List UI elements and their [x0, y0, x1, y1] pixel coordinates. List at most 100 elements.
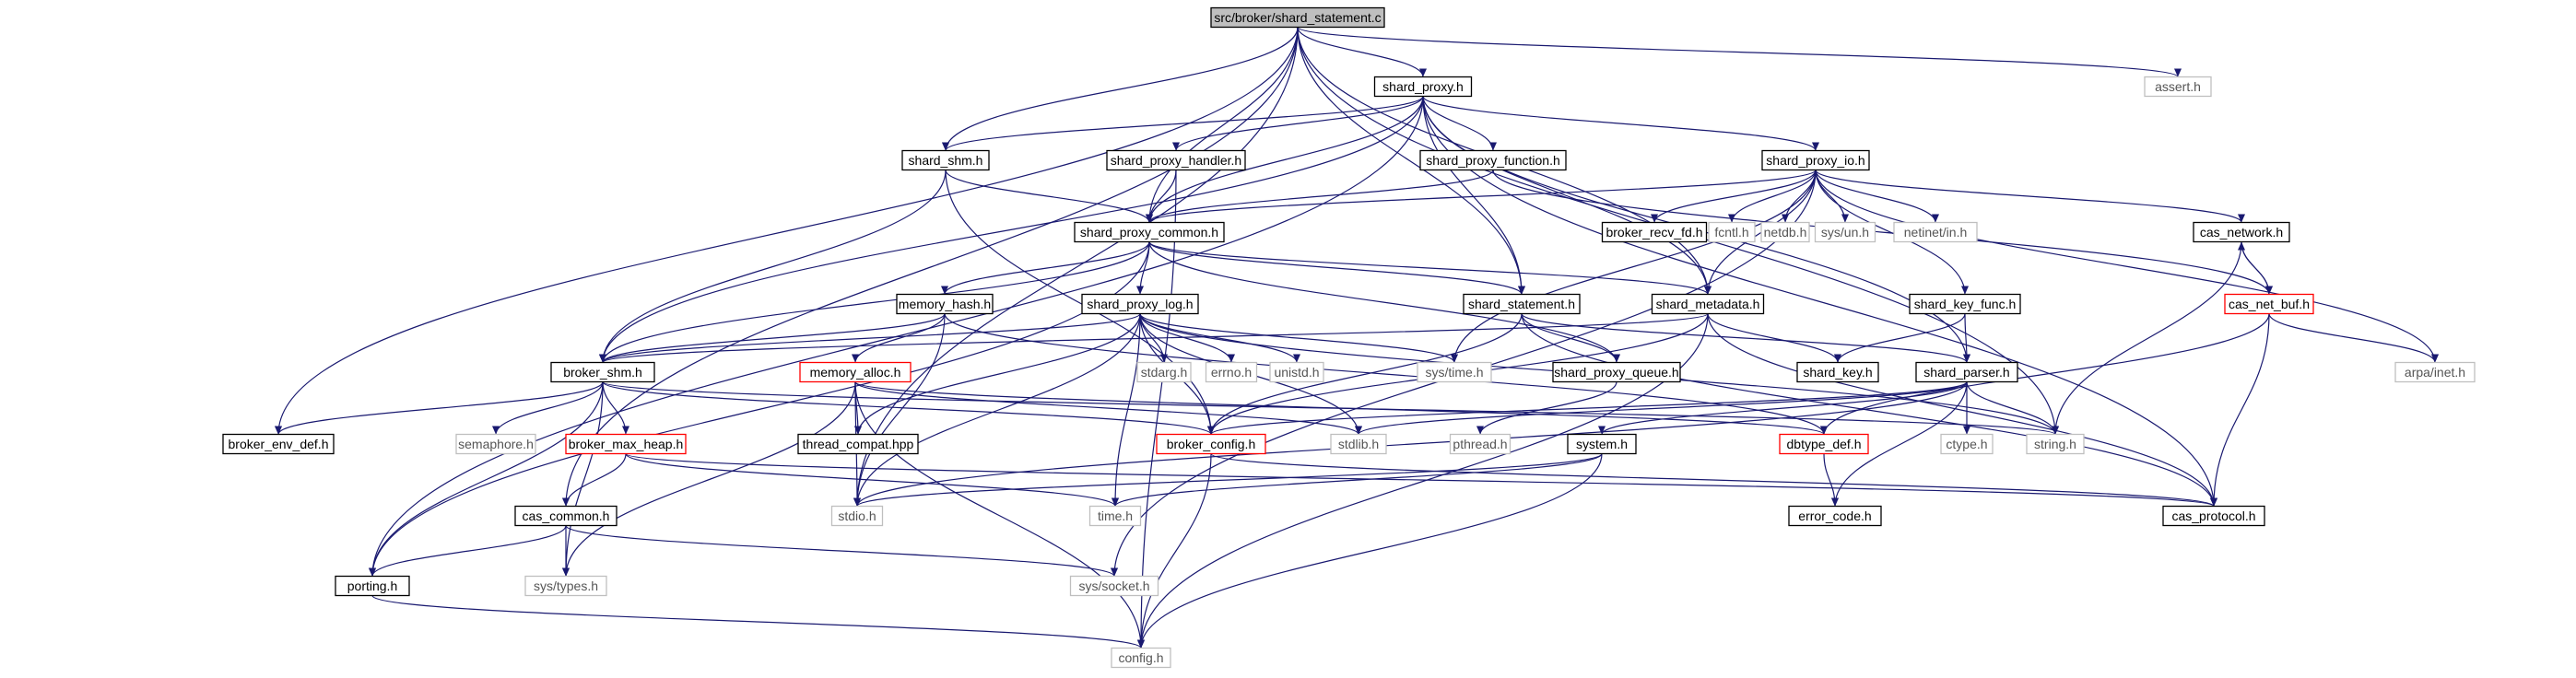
edge-arrowhead: [1963, 354, 1970, 363]
node-box: [1567, 433, 1637, 455]
edge-arrowhead: [1228, 354, 1235, 363]
edge-cas_common_h-to-porting_h: [369, 525, 567, 577]
node-cas-common-h[interactable]: cas_common.h: [514, 505, 618, 527]
edge-arrowhead: [1651, 214, 1658, 223]
edge-shard_proxy_common_h-to-memory_hash_h: [941, 241, 1150, 295]
node-broker-max-heap-h[interactable]: broker_max_heap.h: [565, 433, 687, 455]
node-label: thread_compat.hpp: [803, 437, 914, 451]
edge-line: [1601, 381, 1968, 435]
node-shard-proxy-log-h[interactable]: shard_proxy_log.h: [1081, 293, 1199, 315]
edge-line: [1148, 240, 1709, 296]
edge-line: [1297, 26, 2179, 78]
node-memory-alloc-h[interactable]: memory_alloc.h: [799, 361, 912, 383]
node-label: sys/un.h: [1821, 225, 1869, 240]
node-box: [1136, 361, 1192, 383]
node-shard-proxy-common-h[interactable]: shard_proxy_common.h: [1074, 221, 1225, 243]
node-label: stdlib.h: [1338, 437, 1379, 451]
node-box: [565, 433, 687, 455]
node-stdlib-h: stdlib.h: [1330, 433, 1387, 455]
edge-shard_proxy_log_h-to-broker_shm_h: [599, 312, 1141, 364]
node-porting-h[interactable]: porting.h: [335, 575, 410, 597]
node-label: shard_key_func.h: [1914, 297, 2017, 311]
edge-line: [1148, 27, 1299, 223]
node-cas-network-h[interactable]: cas_network.h: [2193, 221, 2290, 243]
node-sys-socket-h: sys/socket.h: [1069, 575, 1159, 597]
edge-line: [1815, 169, 2242, 224]
node-box: [1463, 293, 1581, 315]
node-label: shard_proxy_handler.h: [1111, 153, 1241, 168]
node-box: [2394, 361, 2476, 383]
edge-line: [1815, 170, 1936, 223]
edge-arrowhead: [1613, 354, 1620, 363]
edge-line: [1139, 313, 1455, 363]
edge-line: [565, 453, 627, 507]
node-label: semaphore.h: [458, 437, 534, 451]
edge-line: [856, 313, 946, 507]
node-label: broker_max_heap.h: [569, 437, 684, 451]
edge-line: [565, 381, 604, 577]
node-label: shard_proxy_queue.h: [1554, 365, 1678, 380]
node-shard-proxy-function-h[interactable]: shard_proxy_function.h: [1419, 149, 1567, 171]
edge-cas_net_buf_h-to-arpa_inet_h: [2268, 313, 2439, 363]
node-shard-metadata-h[interactable]: shard_metadata.h: [1651, 293, 1765, 315]
node-dbtype-def-h[interactable]: dbtype_def.h: [1779, 433, 1869, 455]
edge-line: [1358, 380, 1968, 436]
edge-arrowhead: [1518, 286, 1525, 295]
node-box: [1552, 361, 1681, 383]
edge-cas_net_buf_h-to-cas_network_h: [2238, 241, 2270, 295]
node-shard-statement-h[interactable]: shard_statement.h: [1463, 293, 1581, 315]
node-shard-key-func-h[interactable]: shard_key_func.h: [1909, 293, 2021, 315]
node-box: [2193, 221, 2290, 243]
edge-arrowhead: [942, 142, 949, 151]
node-shard-proxy-handler-h[interactable]: shard_proxy_handler.h: [1106, 149, 1246, 171]
node-label: shard_proxy.h: [1382, 79, 1464, 94]
node-box: [799, 361, 912, 383]
node-stdio-h: stdio.h: [830, 505, 884, 527]
edge-arrowhead: [2210, 497, 2217, 507]
node-shard-key-h[interactable]: shard_key.h: [1796, 361, 1879, 383]
node-shard-parser-h[interactable]: shard_parser.h: [1915, 361, 2018, 383]
node-box: [1449, 433, 1511, 455]
edge-arrowhead: [1207, 426, 1215, 435]
node-box: [2224, 293, 2314, 315]
edge-line: [1148, 241, 1617, 363]
edge-shard_metadata_h-to-shard_key_h: [1707, 313, 1841, 363]
edge-shard_proxy_h-to-shard_metadata_h: [1422, 96, 1711, 295]
node-error-code-h[interactable]: error_code.h: [1788, 505, 1882, 527]
node-label: ctype.h: [1946, 437, 1987, 451]
node-shard-proxy-io-h[interactable]: shard_proxy_io.h: [1761, 149, 1870, 171]
edge-shard_shm_h-to-shard_proxy_common_h: [945, 170, 1153, 223]
edge-line: [602, 241, 1150, 363]
node-memory-hash-h[interactable]: memory_hash.h: [896, 293, 994, 315]
node-shard-shm-h[interactable]: shard_shm.h: [901, 149, 990, 171]
edge-line: [625, 452, 2215, 508]
node-label: dbtype_def.h: [1787, 437, 1862, 451]
node-broker-env-def-h[interactable]: broker_env_def.h: [222, 433, 335, 455]
node-box: [1269, 361, 1324, 383]
node-thread-compat-hpp[interactable]: thread_compat.hpp: [797, 433, 919, 455]
node-shard-proxy-h[interactable]: shard_proxy.h: [1373, 76, 1473, 98]
edge-arrowhead: [1963, 426, 1970, 435]
node-label: porting.h: [347, 579, 397, 593]
edge-line: [1148, 96, 1424, 223]
edge-arrowhead: [492, 426, 500, 435]
edge-shard_proxy_io_h-to-netinet_in_h: [1815, 170, 1939, 223]
edge-line: [1210, 313, 1523, 435]
node-shard-proxy-queue-h[interactable]: shard_proxy_queue.h: [1552, 361, 1681, 383]
node-label: broker_shm.h: [563, 365, 642, 380]
edge-arrowhead: [622, 426, 629, 435]
node-cas-protocol-h[interactable]: cas_protocol.h: [2162, 505, 2265, 527]
node-box: [1909, 293, 2021, 315]
node-system-h[interactable]: system.h: [1567, 433, 1637, 455]
node-broker-recv-fd-h[interactable]: broker_recv_fd.h: [1601, 221, 1708, 243]
node-box: [1796, 361, 1879, 383]
node-box: [1081, 293, 1199, 315]
node-broker-config-h[interactable]: broker_config.h: [1156, 433, 1266, 455]
edge-line: [565, 381, 856, 577]
edge-shard_proxy_log_h-to-errno_h: [1139, 313, 1235, 363]
node-errno-h: errno.h: [1205, 361, 1258, 383]
node-broker-shm-h[interactable]: broker_shm.h: [550, 361, 655, 383]
edge-broker_config_h-to-cas_protocol_h: [1210, 452, 2217, 508]
node-cas-net-buf-h[interactable]: cas_net_buf.h: [2224, 293, 2314, 315]
edge-line: [1148, 169, 1817, 224]
